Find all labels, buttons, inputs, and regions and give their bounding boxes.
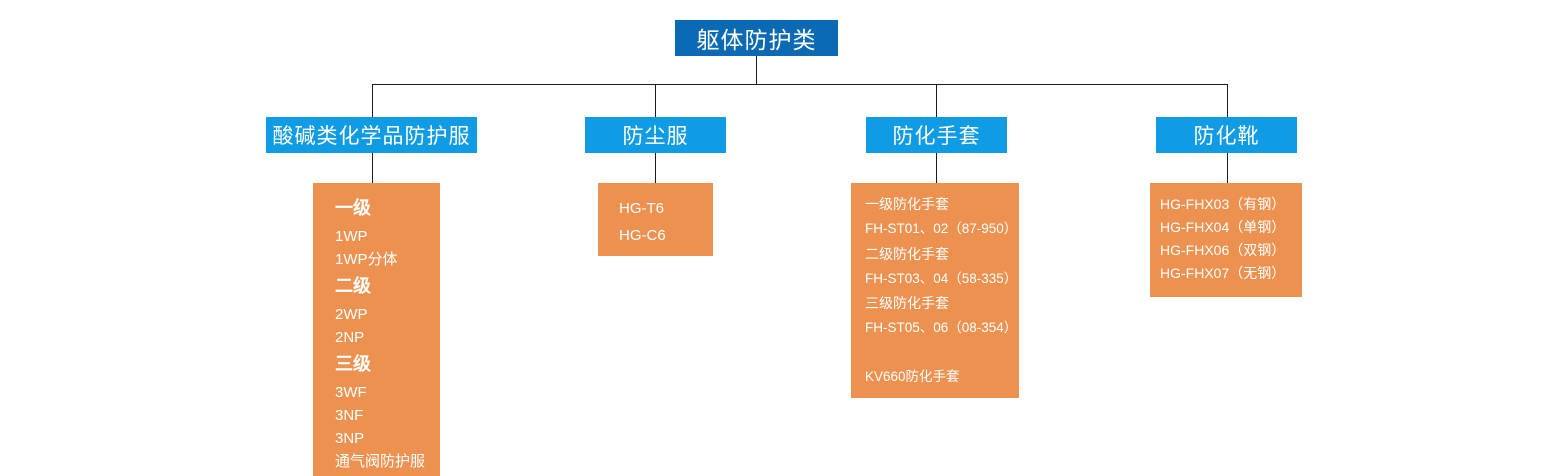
- panel-row-item: HG-C6: [619, 227, 666, 244]
- panel-row-heading: 二级防化手套: [865, 245, 949, 262]
- connector-bus-to-branch-3: [936, 84, 937, 117]
- panel-row-item: HG-FHX07（无钢）: [1160, 265, 1286, 281]
- panel-row-item: HG-T6: [619, 200, 664, 217]
- branch-node-label: 防化靴: [1193, 125, 1260, 148]
- root-node-body-protection[interactable]: 躯体防护类: [675, 20, 838, 56]
- connector-bus-to-branch-2: [655, 84, 656, 117]
- connector-branch-1-to-panel: [372, 153, 373, 183]
- connector-branch-4-to-panel: [1227, 153, 1228, 183]
- connector-horizontal-bus: [372, 84, 1228, 85]
- detail-panel-chemical-gloves: 一级防化手套 FH-ST01、02（87-950） 二级防化手套 FH-ST03、04…: [851, 183, 1019, 398]
- panel-row-heading: 三级防化手套: [865, 295, 949, 311]
- connector-bus-to-branch-4: [1227, 84, 1228, 117]
- panel-row-item: 通气阀防护服: [335, 453, 426, 470]
- connector-branch-2-to-panel: [655, 153, 656, 183]
- panel-row-heading: 一级防化手套: [865, 196, 949, 212]
- panel-row-item: 3WF: [335, 384, 367, 401]
- connector-root-stem: [756, 56, 757, 84]
- panel-row-item: HG-FHX03（有钢）: [1160, 196, 1286, 212]
- panel-row-heading: 二级: [335, 276, 371, 296]
- panel-row-item: HG-FHX04（单钢）: [1160, 219, 1286, 235]
- panel-row-item: 2WP: [335, 306, 368, 323]
- panel-row-heading: 三级: [335, 354, 371, 374]
- branch-node-dust-suit[interactable]: 防尘服: [585, 117, 726, 153]
- branch-node-label: 防尘服: [622, 125, 689, 148]
- panel-row-item: 3NP: [335, 430, 365, 447]
- branch-node-acid-alkali-chemical-suit[interactable]: 酸碱类化学品防护服: [266, 117, 477, 153]
- detail-panel-chemical-boots: HG-FHX03（有钢） HG-FHX04（单钢） HG-FHX06（双钢） HG-F…: [1150, 183, 1302, 297]
- panel-row-heading: 一级: [335, 198, 371, 218]
- panel-row-item: HG-FHX06（双钢）: [1160, 242, 1286, 258]
- branch-node-chemical-boots[interactable]: 防化靴: [1156, 117, 1297, 153]
- connector-branch-3-to-panel: [936, 153, 937, 183]
- panel-row-item: KV660防化手套: [865, 369, 960, 384]
- root-node-label: 躯体防护类: [696, 27, 817, 53]
- panel-row-item: 1WP: [335, 228, 368, 245]
- branch-node-label: 防化手套: [892, 125, 981, 148]
- panel-row-item: FH-ST05、06（08-354）: [865, 320, 1018, 335]
- panel-row-item: 3NF: [335, 407, 364, 424]
- detail-panel-acid-alkali-chemical-suit: 一级 1WP 1WP分体二级 2WP 2NP 三级 3WF 3NF 3NP 通气阀防护服: [313, 183, 440, 476]
- panel-row-item: FH-ST03、04（58-335）: [865, 270, 1018, 286]
- panel-row-item: 1WP分体: [335, 251, 398, 268]
- branch-node-label: 酸碱类化学品防护服: [272, 125, 471, 148]
- panel-row-item: 2NP: [335, 329, 365, 346]
- branch-node-chemical-gloves[interactable]: 防化手套: [866, 117, 1007, 153]
- connector-bus-to-branch-1: [372, 84, 373, 117]
- panel-row-item: FH-ST01、02（87-950）: [865, 221, 1018, 236]
